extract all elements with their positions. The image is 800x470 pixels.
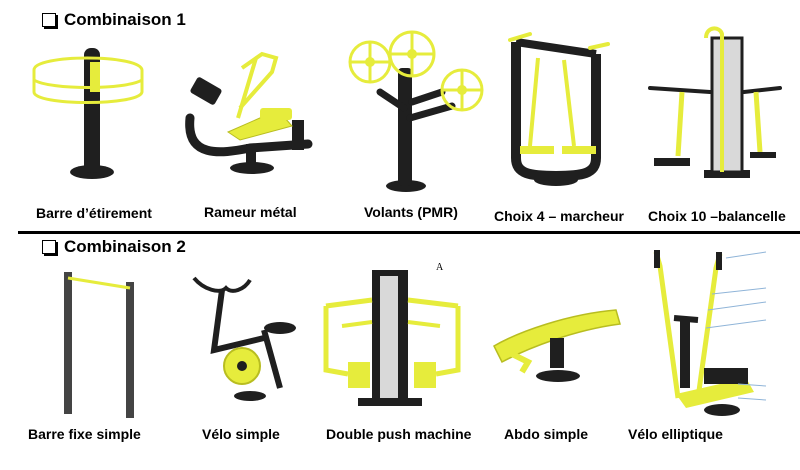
equipment-walker: Choix 4 – marcheur bbox=[490, 28, 630, 224]
equipment-double-push-machine: Double push machine bbox=[318, 266, 472, 442]
section-title-combinaison-2: Combinaison 2 bbox=[42, 237, 186, 257]
section-divider bbox=[18, 231, 800, 234]
equipment-wheels-pmr: Volants (PMR) bbox=[330, 28, 490, 220]
equipment-swing-trainer: Choix 10 –balancelle bbox=[640, 24, 790, 224]
item-label: Choix 10 –balancelle bbox=[648, 208, 786, 224]
checkbox-icon bbox=[42, 13, 56, 27]
item-label: Barre d’étirement bbox=[36, 205, 152, 221]
equipment-rowing-machine: Rameur métal bbox=[180, 48, 320, 220]
elliptical-trainer-icon bbox=[653, 250, 767, 416]
item-label: Choix 4 – marcheur bbox=[494, 208, 624, 224]
checkbox-icon bbox=[42, 240, 56, 254]
section-title-text: Combinaison 1 bbox=[64, 10, 186, 29]
item-label: Volants (PMR) bbox=[364, 204, 458, 220]
item-label: Double push machine bbox=[326, 426, 472, 442]
item-label: Abdo simple bbox=[504, 426, 589, 442]
item-label: Rameur métal bbox=[204, 204, 297, 220]
section-title-combinaison-1: Combinaison 1 bbox=[42, 10, 186, 30]
stretching-bar-icon bbox=[32, 48, 144, 179]
rowing-machine-icon bbox=[185, 51, 313, 174]
equipment-abdominal-bench: Abdo simple bbox=[488, 296, 628, 442]
swing-trainer-icon bbox=[648, 26, 782, 178]
equipment-elliptical-trainer: Vélo elliptique bbox=[626, 248, 796, 442]
equipment-pull-up-bar: Barre fixe simple bbox=[26, 268, 166, 442]
item-label: Vélo elliptique bbox=[628, 426, 723, 442]
item-label: Vélo simple bbox=[202, 426, 280, 442]
walker-icon bbox=[508, 32, 610, 186]
equipment-stretching-bar: Barre d’étirement bbox=[30, 40, 152, 221]
pull-up-bar-icon bbox=[64, 272, 134, 418]
item-label: Barre fixe simple bbox=[28, 426, 141, 442]
section-title-text: Combinaison 2 bbox=[64, 237, 186, 256]
annotation-mark: A bbox=[436, 262, 444, 273]
exercise-bike-icon bbox=[192, 276, 296, 401]
equipment-exercise-bike: Vélo simple bbox=[190, 270, 310, 442]
abdominal-bench-icon bbox=[493, 309, 621, 382]
wheels-pmr-icon bbox=[348, 30, 484, 192]
double-push-machine-icon bbox=[323, 270, 461, 406]
